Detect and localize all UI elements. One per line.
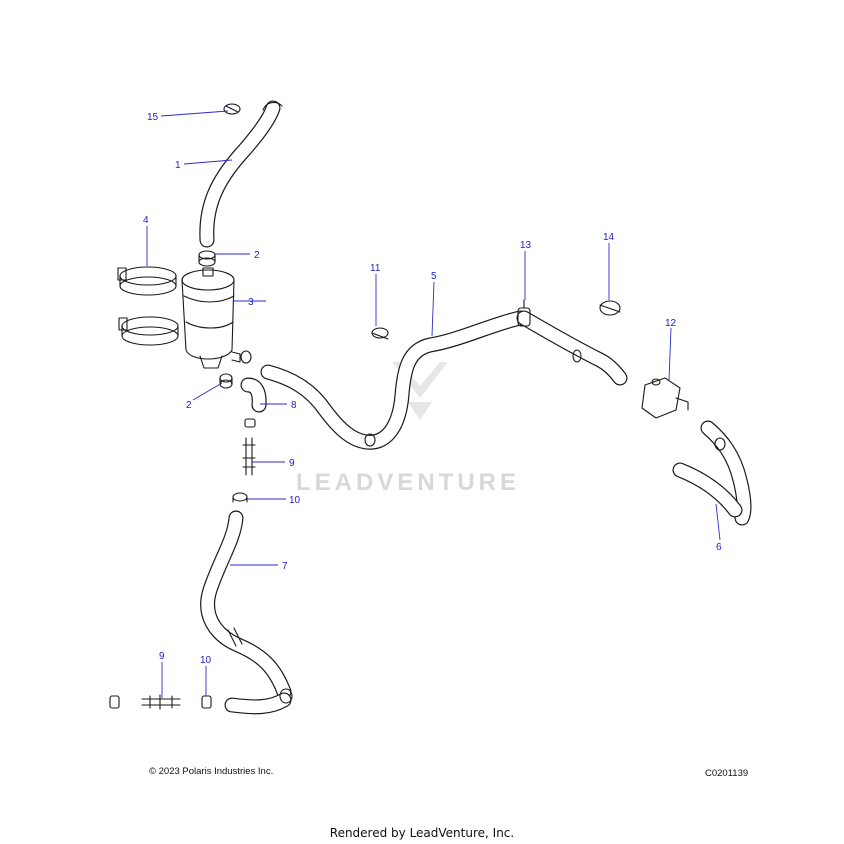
callout-9-upper: 9 [289, 458, 295, 469]
leader-lines [146, 110, 721, 698]
clamp-part-2-upper [198, 250, 216, 267]
copyright-text: © 2023 Polaris Industries Inc. [149, 766, 274, 777]
diagram-code: C0201139 [705, 768, 749, 779]
strap-part-4-lower [118, 316, 179, 346]
callout-8: 8 [291, 400, 297, 411]
tee-part-13 [517, 299, 531, 327]
callout-1: 1 [175, 160, 181, 171]
hose-part-7 [200, 510, 293, 715]
callout-3: 3 [248, 297, 254, 308]
rendered-by-text: Rendered by LeadVenture, Inc. [329, 826, 515, 840]
callout-15: 15 [147, 112, 159, 123]
clamp-part-10-upper [232, 492, 248, 503]
clamp-part-14 [599, 300, 621, 316]
strap-part-4-upper [117, 266, 177, 296]
canister-part-3 [181, 267, 241, 369]
callout-10-upper: 10 [289, 495, 301, 506]
callout-labels: 15 1 4 2 3 2 8 9 10 7 9 10 11 5 13 14 12… [143, 112, 722, 666]
callout-5: 5 [431, 271, 437, 282]
clamp-part-2-lower [219, 373, 233, 389]
watermark: LEADVENTURE [296, 362, 520, 496]
callout-10-lower: 10 [200, 655, 212, 666]
clamp-part-11 [371, 327, 389, 340]
clamp-canister-outlet [240, 350, 252, 364]
callout-12: 12 [665, 318, 677, 329]
callout-6: 6 [716, 542, 722, 553]
connector-part-9-upper [242, 437, 256, 476]
callout-9-lower: 9 [159, 651, 165, 662]
clamp-part-15 [223, 103, 241, 115]
hose-part-5 [260, 310, 628, 450]
clamp-part-10-lower [201, 695, 212, 709]
hose-part-1 [199, 100, 283, 248]
clamp-upper-connector [244, 418, 256, 428]
connector-part-9-lower [141, 694, 181, 710]
callout-2-lower: 2 [186, 400, 192, 411]
valve-part-12 [641, 377, 689, 419]
callout-7: 7 [282, 561, 288, 572]
callout-2-upper: 2 [254, 250, 260, 261]
hose-part-6 [672, 420, 752, 526]
elbow-part-8 [240, 377, 267, 413]
callout-13: 13 [520, 240, 532, 251]
callout-14: 14 [603, 232, 615, 243]
callout-11: 11 [370, 263, 381, 274]
clamp-lower-left [109, 695, 120, 709]
callout-4: 4 [143, 215, 149, 226]
watermark-text: LEADVENTURE [296, 469, 520, 496]
